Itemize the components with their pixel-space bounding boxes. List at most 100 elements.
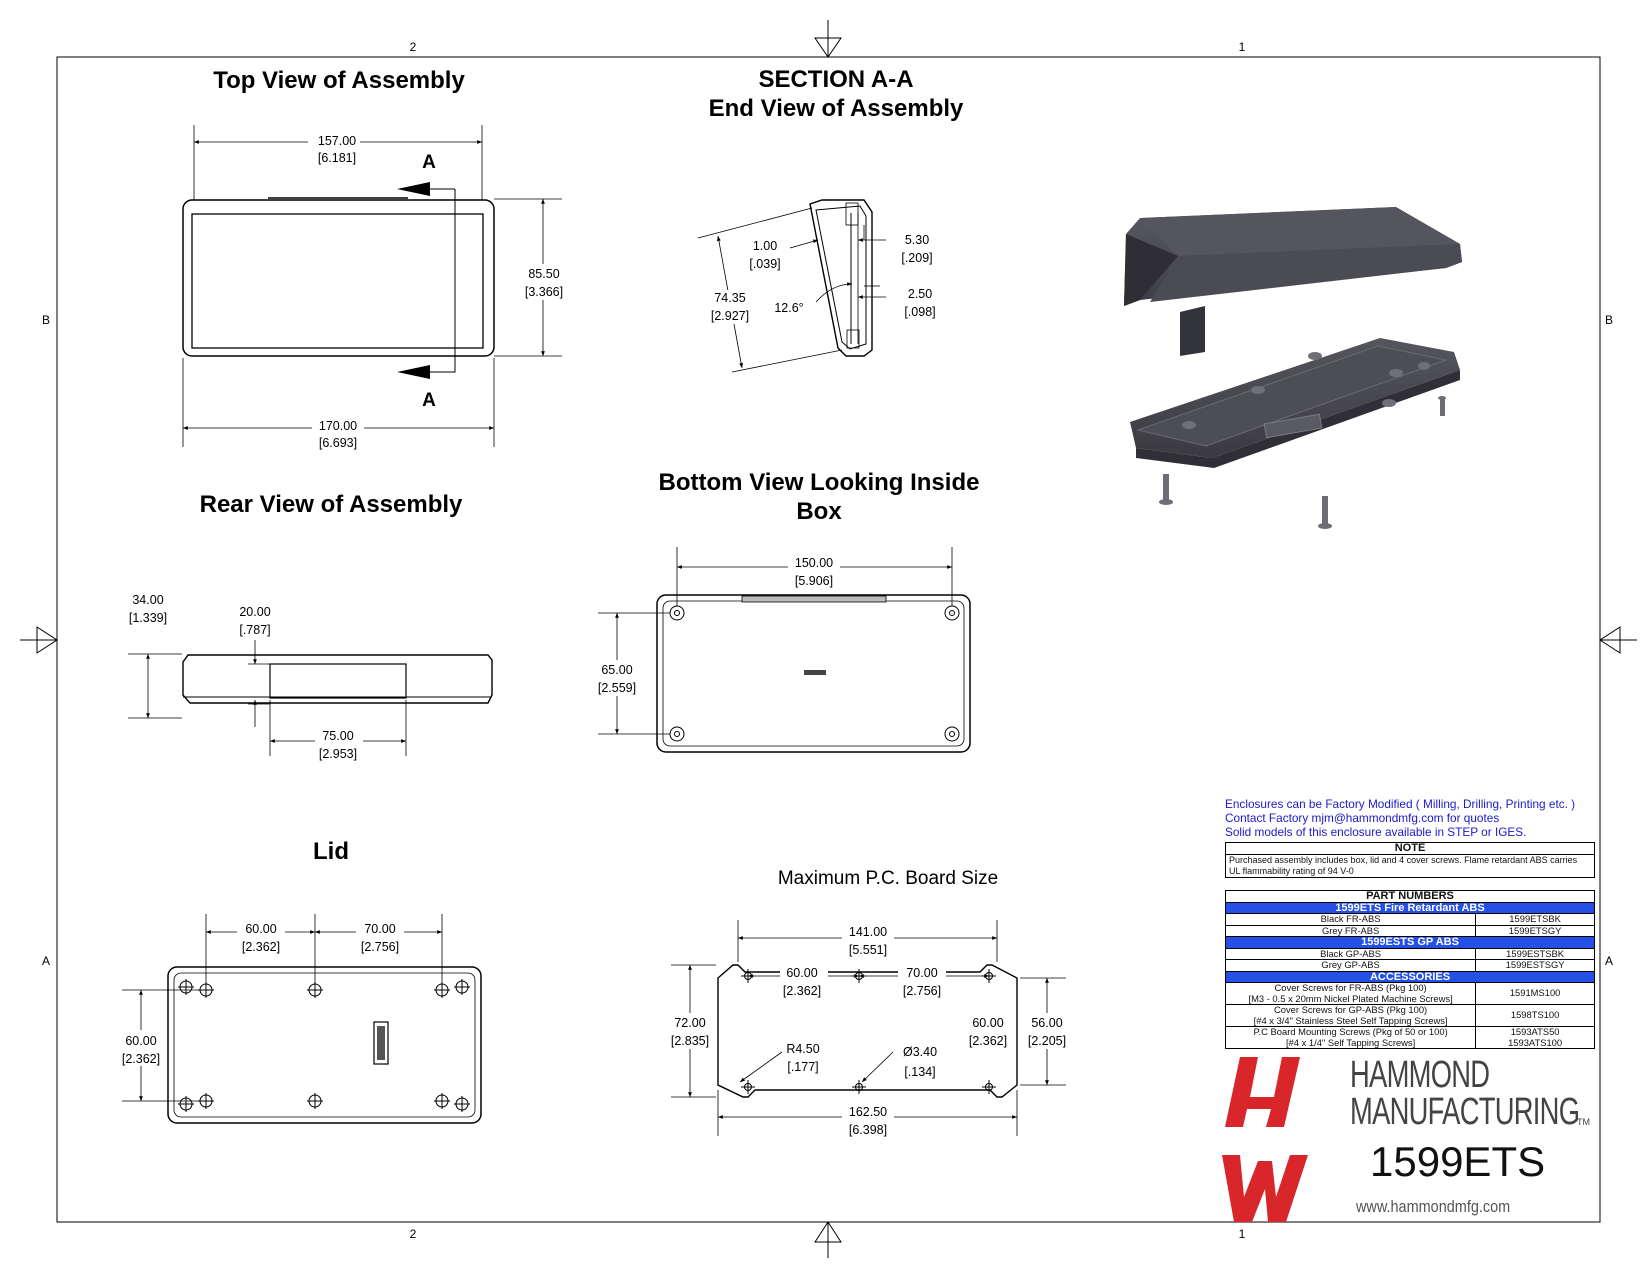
dim-value: 60.00 xyxy=(125,1034,156,1048)
dim-value: [2.835] xyxy=(671,1034,709,1048)
brand-name: MANUFACTURING xyxy=(1350,1091,1580,1133)
part-desc: [#4 x 3/4" Stainless Steel Self Tapping … xyxy=(1253,1014,1448,1026)
section-label-a: A xyxy=(422,152,436,173)
table-row: P.C Board Mounting Screws (Pkg of 50 or … xyxy=(1224,1026,1595,1049)
part-desc: [#4 x 1/4" Self Tapping Screws] xyxy=(1285,1036,1416,1048)
dim-value: [5.906] xyxy=(795,574,833,588)
dim-value: 72.00 xyxy=(674,1016,705,1030)
dim-value: 157.00 xyxy=(318,134,356,148)
dim-value: 5.30 xyxy=(905,233,929,247)
section-label-a: A xyxy=(422,390,436,411)
group-header: 1599ESTS GP ABS xyxy=(1225,936,1595,949)
part-desc: Cover Screws for GP-ABS (Pkg 100) xyxy=(1274,1004,1428,1015)
dim-value: [.209] xyxy=(901,251,932,265)
dim-value: 60.00 xyxy=(786,966,817,980)
dim-value: [2.362] xyxy=(122,1052,160,1066)
pcb-title: Maximum P.C. Board Size xyxy=(778,868,998,889)
website-url: www.hammondmfg.com xyxy=(1356,1197,1511,1216)
part-desc: P.C Board Mounting Screws (Pkg of 50 or … xyxy=(1253,1026,1448,1037)
lid-view: Lid 60.00 [2.362] 70.00 [2.756] 60.00 [2… xyxy=(118,838,482,1124)
part-number: 1593ATS100 xyxy=(1508,1036,1563,1048)
dim-value: 20.00 xyxy=(239,605,270,619)
rear-view: Rear View of Assembly 34.00 [1.339] 20.0… xyxy=(128,491,493,764)
note-table: NOTE Purchased assembly includes box, li… xyxy=(1225,842,1595,878)
dim-value: Ø3.40 xyxy=(903,1045,937,1059)
section-title: SECTION A-A xyxy=(758,66,913,93)
hammond-logo xyxy=(1222,1057,1308,1222)
dim-value: [6.181] xyxy=(318,151,356,165)
section-subtitle: End View of Assembly xyxy=(709,95,964,122)
dim-value: 70.00 xyxy=(906,966,937,980)
dim-value: [2.756] xyxy=(361,940,399,954)
part-number: 1593ATS50 xyxy=(1510,1026,1560,1037)
bottom-view: Bottom View Looking Inside Box 150.00 [5… xyxy=(594,469,980,753)
zone-label: 1 xyxy=(1239,40,1246,54)
dim-value: [.177] xyxy=(787,1060,818,1074)
part-desc: Grey GP-ABS xyxy=(1224,959,1477,972)
info-line: Contact Factory mjm@hammondmfg.com for q… xyxy=(1225,811,1500,825)
trademark: TM xyxy=(1577,1117,1590,1127)
dim-value: 85.50 xyxy=(528,267,559,281)
parts-header: PART NUMBERS xyxy=(1225,890,1595,903)
dim-value: [2.953] xyxy=(319,747,357,761)
dim-value: 56.00 xyxy=(1031,1016,1062,1030)
part-desc: Black FR-ABS xyxy=(1224,913,1477,926)
note-header: NOTE xyxy=(1225,842,1595,855)
dim-value: 1.00 xyxy=(753,239,777,253)
dim-value: 60.00 xyxy=(245,922,276,936)
dim-value: [.098] xyxy=(904,305,935,319)
dim-value: [6.398] xyxy=(849,1123,887,1137)
dim-value: [.787] xyxy=(239,623,270,637)
section-view: SECTION A-A End View of Assembly 74.35 [… xyxy=(685,66,964,373)
table-row: Cover Screws for GP-ABS (Pkg 100)[#4 x 3… xyxy=(1224,1004,1595,1027)
dim-value: [5.551] xyxy=(849,943,887,957)
zone-label: B xyxy=(42,313,50,327)
dim-value: 162.50 xyxy=(849,1105,887,1119)
dim-value: [2.559] xyxy=(598,681,636,695)
zone-label: A xyxy=(1605,954,1613,968)
dim-value: [2.362] xyxy=(783,984,821,998)
group-header: ACCESSORIES xyxy=(1225,970,1595,983)
dim-value: 141.00 xyxy=(849,925,887,939)
note-text: Purchased assembly includes box, lid and… xyxy=(1225,853,1595,878)
bottom-view-title: Box xyxy=(796,498,842,525)
part-number: 1599ESTSBK xyxy=(1475,947,1595,960)
dim-value: [.039] xyxy=(749,257,780,271)
zone-label: 1 xyxy=(1239,1227,1246,1241)
part-number: 1599ETSBK xyxy=(1475,913,1595,926)
zone-label: 2 xyxy=(410,1227,417,1241)
brand-name: HAMMOND xyxy=(1350,1054,1490,1096)
top-view-title: Top View of Assembly xyxy=(213,67,465,94)
dim-value: 2.50 xyxy=(908,287,932,301)
part-number: 1591MS100 xyxy=(1475,982,1595,1005)
part-desc: Grey FR-ABS xyxy=(1224,924,1477,937)
part-desc: Cover Screws for FR-ABS (Pkg 100) xyxy=(1274,982,1427,993)
dim-value: [2.362] xyxy=(242,940,280,954)
dim-value: 70.00 xyxy=(364,922,395,936)
top-view: Top View of Assembly 157.00 [6.181] 85.5… xyxy=(182,67,570,452)
exploded-3d-render xyxy=(1124,207,1462,529)
dim-value: 75.00 xyxy=(322,729,353,743)
dim-value: [6.693] xyxy=(319,436,357,450)
zone-label: B xyxy=(1605,313,1613,327)
dim-value: 34.00 xyxy=(132,593,163,607)
dim-value: 74.35 xyxy=(714,291,745,305)
centering-marks xyxy=(20,20,1637,1258)
part-number-title: 1599ETS xyxy=(1370,1138,1546,1185)
dim-value: [1.339] xyxy=(129,611,167,625)
dim-value: 170.00 xyxy=(319,419,357,433)
part-number: 1598TS100 xyxy=(1475,1004,1595,1027)
zone-label: A xyxy=(42,954,50,968)
bottom-view-title: Bottom View Looking Inside xyxy=(659,469,980,496)
info-line: Solid models of this enclosure available… xyxy=(1225,825,1527,839)
lid-title: Lid xyxy=(313,838,349,865)
dim-value: [2.362] xyxy=(969,1034,1007,1048)
part-number: 1599ESTSGY xyxy=(1475,959,1595,972)
part-numbers-table: PART NUMBERS 1599ETS Fire Retardant ABS … xyxy=(1224,890,1595,1049)
part-desc: [M3 - 0.5 x 20mm Nickel Plated Machine S… xyxy=(1248,992,1453,1004)
part-desc: Black GP-ABS xyxy=(1224,947,1477,960)
